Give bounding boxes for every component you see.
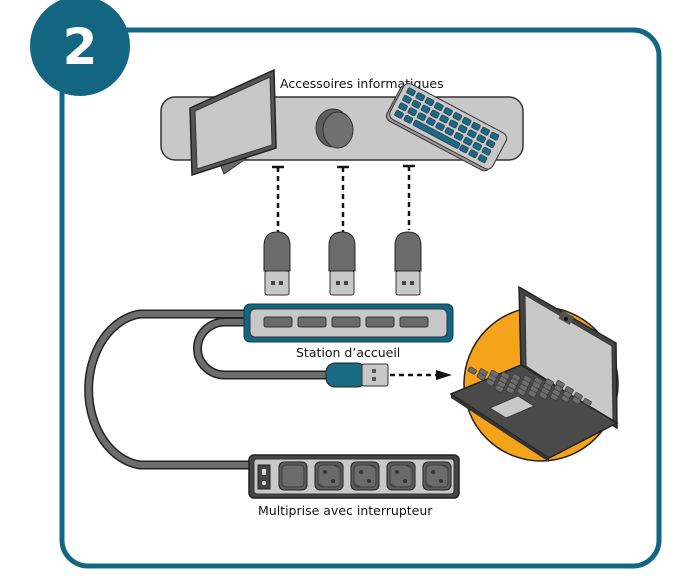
step-number: 2 — [63, 18, 98, 76]
outlet-icon — [278, 461, 308, 491]
docking-station: Station d’accueil — [243, 303, 454, 360]
outlet-icon — [314, 461, 344, 491]
frame — [59, 27, 662, 569]
outlet-icon — [350, 461, 380, 491]
connection-monitor — [272, 165, 284, 232]
usb-plugs — [263, 231, 422, 296]
hub-port — [297, 316, 327, 328]
cables — [84, 309, 335, 481]
usb-plug-icon — [263, 231, 291, 296]
usb-plug-icon — [394, 231, 422, 296]
outlet-icon — [386, 461, 416, 491]
usb-plug-icon — [328, 231, 356, 296]
connection-keyboard — [403, 164, 415, 230]
power-switch-icon — [257, 464, 271, 490]
hub-port — [365, 316, 395, 328]
hub-port — [331, 316, 361, 328]
hub-port — [399, 316, 429, 328]
arrow-head-icon — [436, 370, 452, 380]
hub-port — [263, 316, 293, 328]
docking-station-label: Station d’accueil — [296, 345, 400, 360]
step-badge: 2 — [30, 0, 130, 96]
power-strip-label: Multiprise avec interrupteur — [258, 503, 433, 518]
connection-mouse — [337, 165, 349, 232]
outlet-icon — [422, 461, 452, 491]
monitor-icon — [189, 68, 277, 177]
accessories-panel: Accessoires informatiques — [160, 68, 524, 177]
keyboard-icon — [386, 83, 508, 172]
power-strip: Multiprise avec interrupteur — [248, 454, 460, 518]
laptop-icon — [449, 285, 619, 462]
laptop-usb-plug — [325, 362, 452, 388]
accessory-connections — [272, 164, 415, 232]
mouse-icon — [315, 108, 354, 149]
